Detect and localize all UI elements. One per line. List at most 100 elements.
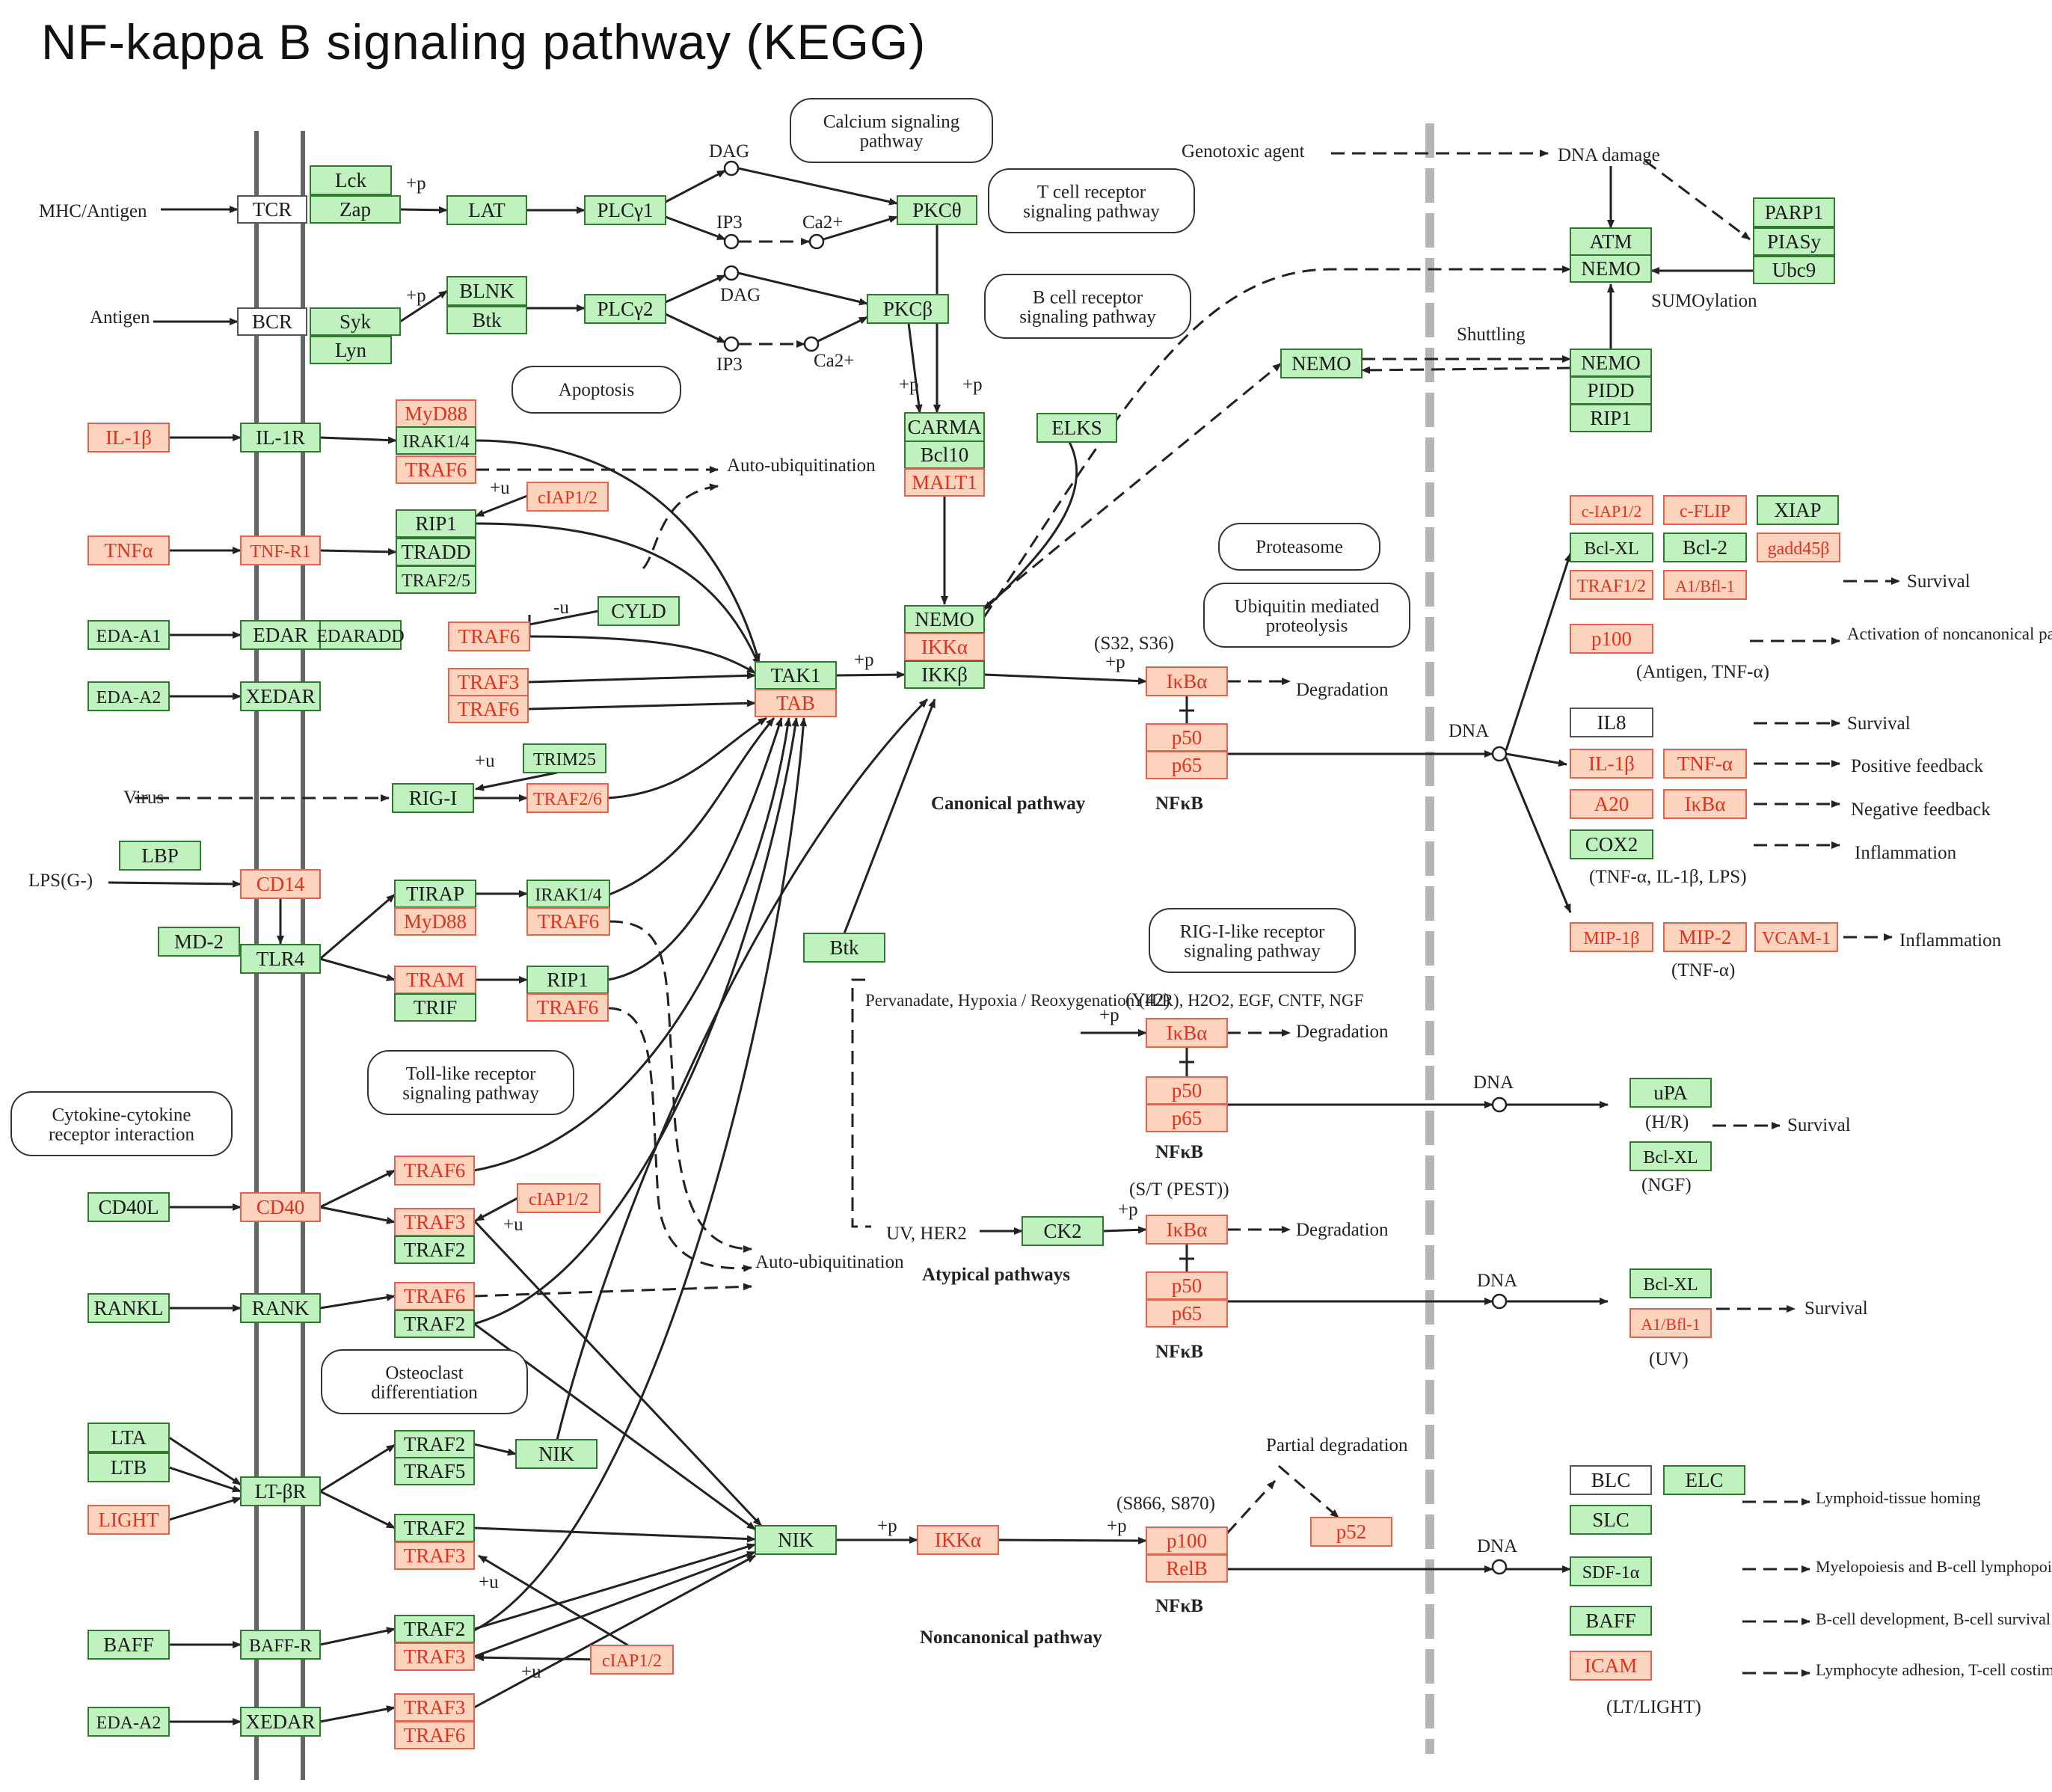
gene-blnk: BLNK — [446, 276, 527, 306]
gene-box — [87, 1505, 170, 1535]
gene-box — [1146, 1076, 1228, 1105]
gene-label: c-FLIP — [1680, 502, 1730, 521]
gene-cflip: c-FLIP — [1663, 495, 1747, 525]
gene-label: CD40 — [256, 1196, 305, 1218]
gene-il1b: IL-1β — [87, 423, 170, 452]
gene-box — [523, 743, 606, 773]
gene-p52: p52 — [1310, 1517, 1392, 1547]
junction-ip32 — [723, 336, 740, 352]
gene-rankl: RANKL — [87, 1293, 170, 1323]
gene-box — [240, 944, 321, 974]
gene-label: EDARADD — [316, 627, 404, 646]
gene-box — [1663, 533, 1747, 562]
nfkb-label-1: NFκB — [1155, 794, 1203, 814]
gene-box — [1570, 495, 1653, 525]
labels: MHC/Antigen Antigen Virus LPS(G-) DAG IP… — [28, 141, 2052, 1717]
pervanadate-text: Pervanadate, Hypoxia / Reoxygenation (H/… — [865, 991, 1363, 1010]
gene-ikka2: IKKα — [917, 1525, 999, 1555]
gene-box — [1570, 922, 1653, 952]
ip3-label-2: IP3 — [716, 355, 743, 375]
gene-label: CYLD — [611, 600, 666, 622]
gene-label: TNF-α — [1677, 752, 1733, 775]
gene-box — [448, 668, 529, 696]
gene-label: PIASy — [1767, 230, 1822, 253]
gene-box — [394, 966, 476, 994]
gene-cd14: CD14 — [240, 869, 321, 899]
plus-u-4: +u — [479, 1572, 499, 1592]
gene-myd88b: MyD88 — [394, 907, 476, 936]
gene-box — [87, 423, 170, 452]
plus-u-2: +u — [475, 751, 495, 771]
gene-box — [1663, 922, 1747, 952]
nfkb-label-3: NFκB — [1155, 1342, 1203, 1362]
gene-box — [1570, 533, 1653, 562]
gene-box — [1663, 570, 1747, 600]
gene-box — [87, 1707, 170, 1737]
inflammation-1: Inflammation — [1855, 843, 1957, 863]
gene-label: p100 — [1167, 1529, 1207, 1552]
gene-box — [446, 195, 527, 225]
gene-tram: TRAM — [394, 966, 476, 994]
gene-btk2: Btk — [803, 933, 885, 963]
gene-label: TRAF1/2 — [1577, 577, 1646, 596]
gene-nik2: NIK — [755, 1525, 837, 1555]
ip3-label-1: IP3 — [716, 212, 743, 233]
gene-box — [584, 195, 666, 225]
gene-traf6e: TRAF6 — [526, 993, 609, 1022]
gene-p100: p100 — [1146, 1526, 1228, 1555]
gene-p65c: p65 — [1146, 1299, 1228, 1328]
gene-label: TLR4 — [256, 948, 305, 970]
gene-edaa2a: EDA-A2 — [87, 681, 170, 711]
gene-box — [1146, 1104, 1228, 1132]
partial-degradation-label: Partial degradation — [1266, 1435, 1408, 1455]
gene-label: BAFF — [103, 1633, 154, 1656]
gene-label: p65 — [1172, 1107, 1202, 1129]
gene-edaradd: EDARADD — [316, 620, 405, 650]
gene-label: PARP1 — [1765, 201, 1824, 224]
gene-ikba1: IκBα — [1146, 666, 1228, 696]
gene-cox2: COX2 — [1570, 829, 1653, 859]
gene-traf6f: TRAF6 — [394, 1156, 475, 1185]
gene-label: XIAP — [1774, 499, 1821, 521]
gene-box — [515, 1439, 598, 1469]
genotoxic-label: Genotoxic agent — [1182, 141, 1305, 162]
gene-ck2: CK2 — [1022, 1216, 1104, 1246]
gene-nemo3: NEMO — [1570, 254, 1652, 283]
tnf-il1b-lps-note: (TNF-α, IL-1β, LPS) — [1589, 867, 1747, 887]
gene-pkcb: PKCβ — [867, 294, 949, 324]
map-apoptosis[interactable]: Apoptosis — [512, 366, 681, 414]
gene-box — [1753, 227, 1835, 256]
gene-label: Lyn — [335, 339, 367, 361]
gene-trif: TRIF — [394, 993, 476, 1022]
gene-label: MD-2 — [174, 930, 224, 953]
gene-nemo4: NEMO — [1570, 349, 1652, 377]
gene-tlr4: TLR4 — [240, 944, 321, 974]
gene-btk1: Btk — [446, 306, 527, 334]
gene-carma: CARMA — [904, 412, 985, 442]
gene-p50a: p50 — [1146, 723, 1228, 752]
gene-p50c: p50 — [1146, 1271, 1228, 1300]
gene-label: CK2 — [1043, 1220, 1081, 1242]
plus-p-2: +p — [406, 286, 426, 306]
auto-ubiq-label-2: Auto-ubiquitination — [755, 1252, 904, 1272]
gene-label: RANK — [252, 1297, 310, 1319]
gene-label: EDA-A2 — [96, 1713, 162, 1733]
gene-atm: ATM — [1570, 227, 1652, 256]
dna-label-3: DNA — [1477, 1271, 1517, 1291]
s866-label: (S866, S870) — [1116, 1494, 1215, 1514]
gene-box — [394, 1282, 475, 1310]
map-proteasome[interactable]: Proteasome — [1218, 523, 1380, 571]
gene-box — [1146, 1299, 1228, 1328]
gene-label: Lck — [335, 169, 366, 191]
gene-box — [240, 869, 321, 899]
gene-label: TRAF2 — [404, 1618, 466, 1640]
